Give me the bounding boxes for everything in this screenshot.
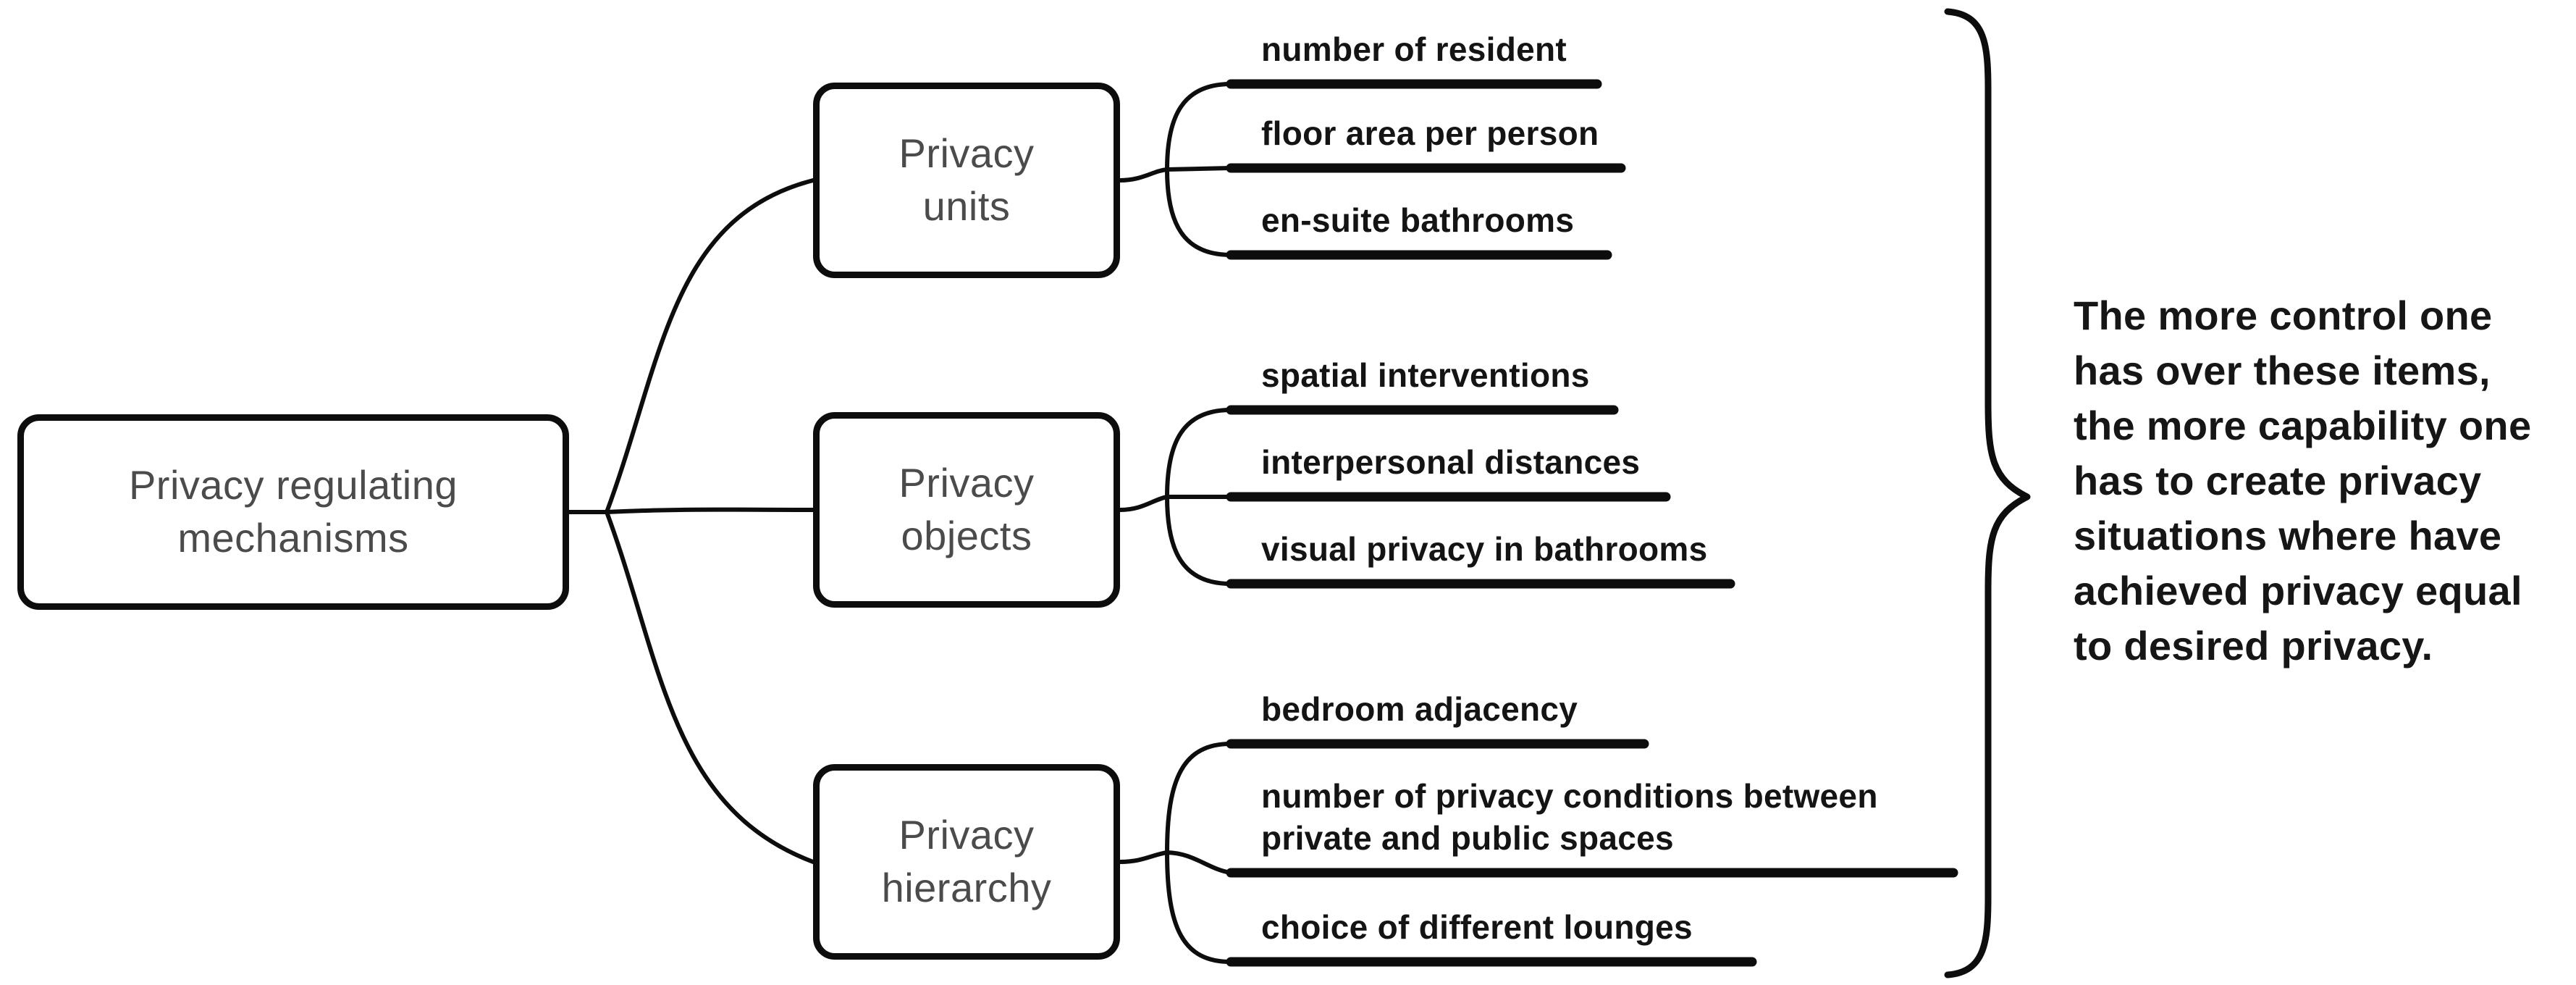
- leaf-label-bedroom-adjacency: bedroom adjacency: [1261, 690, 1578, 728]
- curly-brace: [1944, 8, 2031, 978]
- annotation-text: The more control one has over these item…: [2074, 293, 2532, 668]
- connector-root-to-objects: [605, 507, 815, 514]
- leaf-label-spatial-interventions: spatial interventions: [1261, 356, 1590, 394]
- branch-node-privacy-objects: Privacy objects: [813, 412, 1120, 608]
- branch-node-privacy-hierarchy: Privacy hierarchy: [813, 764, 1120, 960]
- connector-root-to-hierarchy: [605, 510, 815, 864]
- branch-node-label: Privacy objects: [898, 460, 1035, 558]
- root-node-label: Privacy regulating mechanisms: [128, 462, 458, 561]
- root-node-privacy-regulating-mechanisms: Privacy regulating mechanisms: [17, 414, 569, 610]
- connector-hierarchy-middle: [1165, 850, 1233, 875]
- branch-node-label: Privacy hierarchy: [881, 812, 1052, 910]
- connector-hierarchy-stub: [1118, 850, 1169, 864]
- branch-node-privacy-units: Privacy units: [813, 83, 1120, 278]
- connector-root-to-units: [605, 178, 815, 514]
- leaf-label-choice-of-lounges: choice of different lounges: [1261, 908, 1693, 946]
- branch-node-label: Privacy units: [898, 130, 1035, 229]
- leaf-label-privacy-conditions: number of privacy conditions between pri…: [1261, 777, 1878, 857]
- leaf-label-en-suite-bathrooms: en-suite bathrooms: [1261, 201, 1575, 239]
- connector-units-stub: [1118, 167, 1169, 183]
- connector-units-middle: [1165, 166, 1233, 172]
- connector-objects-stub: [1118, 495, 1169, 512]
- leaf-label-number-of-resident: number of resident: [1261, 30, 1567, 68]
- leaf-label-visual-privacy-in-bathrooms: visual privacy in bathrooms: [1261, 530, 1708, 568]
- leaf-label-interpersonal-distances: interpersonal distances: [1261, 443, 1641, 481]
- leaf-label-floor-area-per-person: floor area per person: [1261, 114, 1599, 152]
